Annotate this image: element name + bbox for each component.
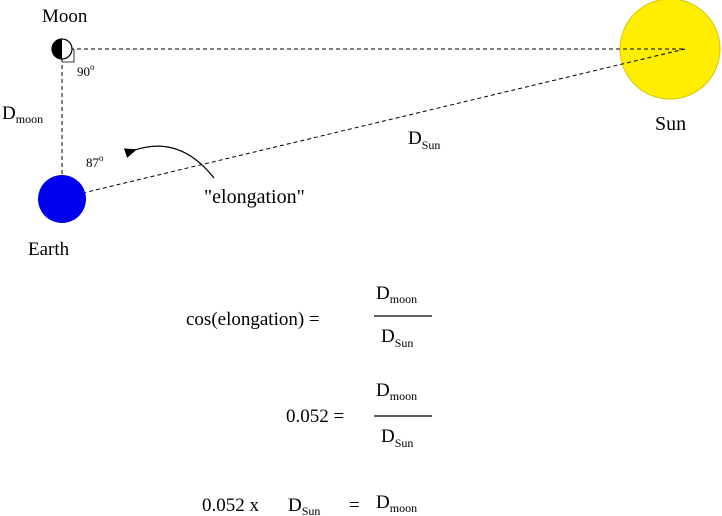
right-angle-marker [62,49,75,63]
earth-label: Earth [28,239,70,260]
equation-2-lhs: 0.052 = [286,406,344,427]
equation-2-numerator: Dmoon [376,380,417,403]
moon-label: Moon [42,6,88,27]
equation-3-d-sun: DSun [288,495,320,516]
elongation-arrow [123,145,215,179]
sun-label: Sun [655,113,686,135]
equation-3-d-moon: Dmoon [376,492,417,515]
equation-1-numerator: Dmoon [376,283,417,306]
earth-circle [38,175,86,223]
equation-1-denominator: DSun [381,326,413,350]
equation-1: cos(elongation) = Dmoon DSun [186,283,432,350]
d-sun-label: DSun [408,128,440,152]
sun-circle [619,0,721,100]
angle-90-label: 90o [77,62,95,79]
equation-2: 0.052 = Dmoon DSun [286,380,432,450]
d-moon-label: Dmoon [2,103,43,126]
moon-icon [51,38,73,60]
equation-1-lhs: cos(elongation) = [186,309,320,330]
elongation-label: "elongation" [204,186,305,208]
angle-87-label: 87o [86,153,104,170]
equation-2-denominator: DSun [381,426,413,450]
earth-sun-line [61,48,686,199]
equation-3-equals: = [349,495,360,516]
equation-3-coefficient: 0.052 x [202,495,260,516]
equation-3: 0.052 x DSun = Dmoon [202,492,417,516]
